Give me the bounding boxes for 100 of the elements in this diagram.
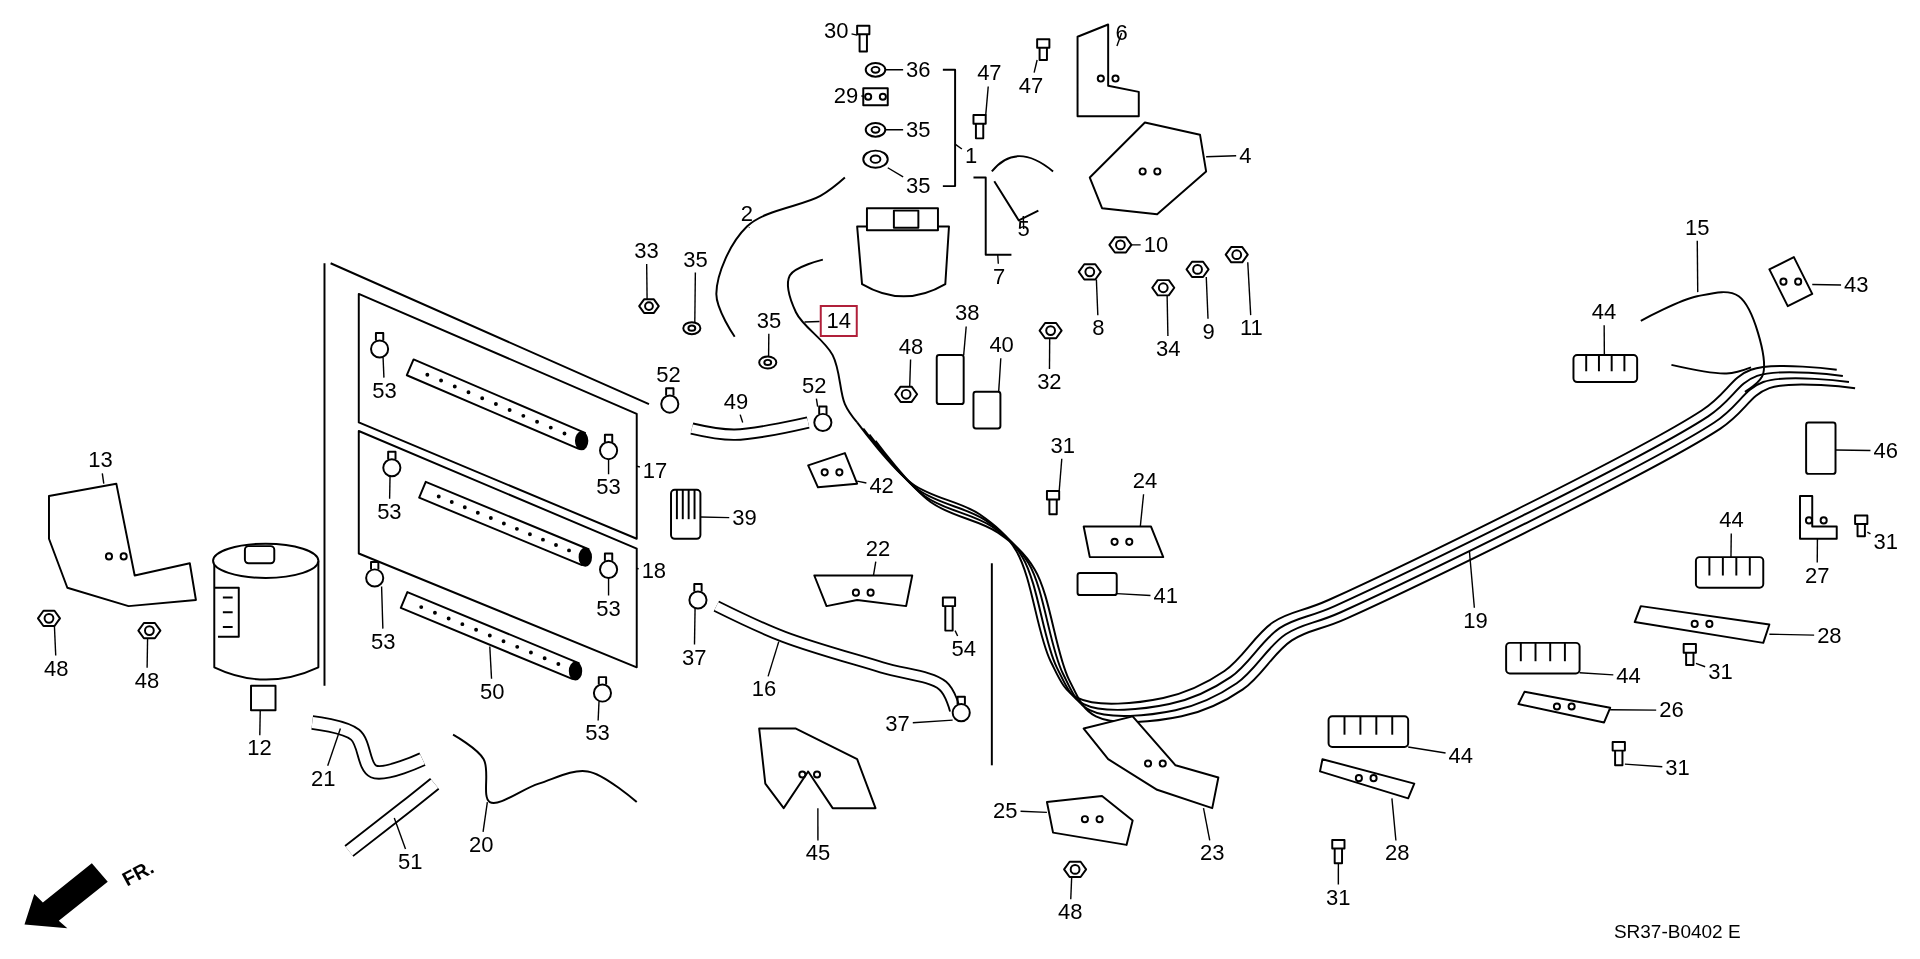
callout-number: 4 <box>1236 142 1255 169</box>
leader-line <box>1022 215 1025 230</box>
callout-number: 52 <box>653 361 684 388</box>
leader-line <box>884 129 904 131</box>
callout-number: 31 <box>1323 884 1354 911</box>
bracket <box>972 176 1013 256</box>
hose-clamp <box>951 695 971 723</box>
callout-number: 7 <box>990 263 1009 290</box>
callout-number: 41 <box>1150 583 1181 610</box>
leader-line <box>985 85 989 116</box>
hose <box>399 591 583 681</box>
pipe-clip <box>1327 715 1410 748</box>
callout-number: 35 <box>903 116 934 143</box>
leader-line <box>607 458 610 476</box>
bracket <box>862 87 889 107</box>
leader-line <box>636 465 641 468</box>
callout-number: 53 <box>582 720 613 747</box>
leader-line <box>884 69 904 71</box>
leader-line <box>1768 633 1815 636</box>
fuel-pipe <box>787 258 859 424</box>
leader-line <box>997 357 1002 393</box>
clamp-band <box>990 155 1055 222</box>
callout-number: 26 <box>1656 697 1687 724</box>
callout-number: 9 <box>1199 318 1218 345</box>
callout-number: 38 <box>952 300 983 327</box>
callout-number: 49 <box>720 388 752 415</box>
leader-line <box>645 263 648 301</box>
callout-number: 31 <box>1047 432 1079 459</box>
leader-line <box>382 356 385 379</box>
callout-number: 39 <box>729 504 760 531</box>
callout-number: 19 <box>1460 607 1491 634</box>
leader-line <box>1695 662 1706 668</box>
nut <box>1151 279 1176 297</box>
callout-number: 22 <box>862 535 894 562</box>
callout-number: 35 <box>753 307 785 334</box>
leader-line <box>607 577 610 597</box>
callout-number: 20 <box>466 831 497 858</box>
leader-line <box>1407 746 1447 754</box>
callout-number: 6 <box>1112 20 1131 47</box>
nut <box>1224 246 1249 264</box>
callout-number: 45 <box>802 840 834 867</box>
washer <box>862 149 889 169</box>
leader-line <box>1811 283 1842 286</box>
callout-number: 44 <box>1445 742 1477 769</box>
leader-line <box>1205 276 1209 320</box>
callout-number: 40 <box>986 332 1017 359</box>
callout-number: 32 <box>1034 369 1065 396</box>
leader-line <box>803 320 821 323</box>
leader-line <box>739 413 744 424</box>
callout-number: 15 <box>1681 214 1713 241</box>
leader-line <box>748 226 751 229</box>
callout-number: 8 <box>1089 315 1108 342</box>
leader-line <box>393 817 407 850</box>
callout-number: 30 <box>821 17 852 44</box>
callout-number: 33 <box>631 238 662 264</box>
leader-line <box>694 271 697 323</box>
leader-line <box>1019 810 1048 814</box>
callout-number: 48 <box>895 333 927 360</box>
leader-line <box>1116 592 1152 597</box>
leader-line <box>1070 876 1073 900</box>
leader-line <box>146 637 149 669</box>
leader-line <box>53 625 57 657</box>
bracket <box>813 574 914 608</box>
leader-line <box>1834 449 1872 452</box>
callout-number: 54 <box>948 635 979 662</box>
leader-line <box>1202 807 1211 842</box>
bolt <box>1036 38 1051 61</box>
callout-number: 51 <box>394 849 426 876</box>
callout-number: 37 <box>679 644 710 671</box>
leader-line <box>1468 550 1476 609</box>
callout-number: 18 <box>638 557 670 584</box>
leader-line <box>327 727 342 767</box>
washer <box>758 355 778 370</box>
nut <box>1063 860 1088 878</box>
nut <box>1077 263 1102 281</box>
leader-line <box>1139 493 1145 528</box>
callout-number: 17 <box>639 458 671 485</box>
callout-number: 35 <box>903 173 934 200</box>
leader-line <box>1247 261 1252 316</box>
callout-number: 28 <box>1381 840 1413 867</box>
callout-number: 44 <box>1716 507 1747 534</box>
callout-number: 42 <box>866 473 897 500</box>
callout-number: 53 <box>374 498 405 525</box>
leader-line <box>860 95 864 97</box>
nut <box>37 609 61 627</box>
leader-line <box>489 645 493 680</box>
callout-number: 31 <box>1662 754 1693 781</box>
bolt <box>941 596 957 632</box>
leader-line <box>887 167 904 178</box>
callout-number: 48 <box>131 667 163 694</box>
leader-line <box>856 480 868 484</box>
callout-number: 2 <box>737 201 757 228</box>
bolt <box>972 114 987 140</box>
callout-number: 16 <box>748 676 780 703</box>
callout-number: 31 <box>1870 529 1901 556</box>
callout-number: 44 <box>1613 662 1644 689</box>
leader-line <box>962 325 967 356</box>
callout-number: 43 <box>1841 272 1872 299</box>
leader-line <box>767 333 770 358</box>
hose-clamp <box>592 676 612 703</box>
